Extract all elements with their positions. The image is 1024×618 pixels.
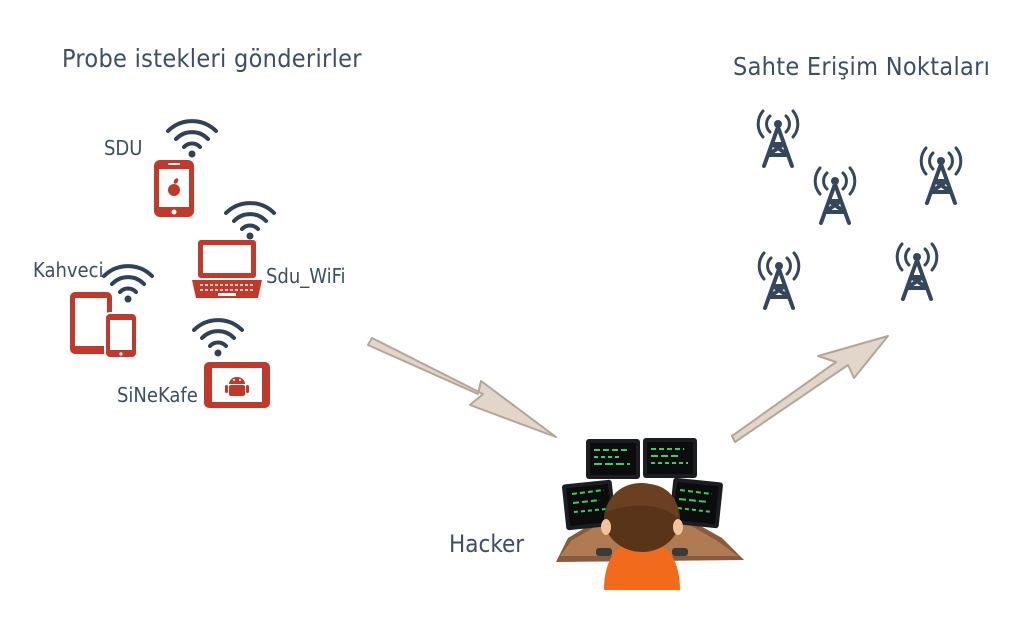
wifi-icon [166, 119, 218, 160]
fake-access-points-heading: Sahte Erişim Noktaları [733, 52, 991, 81]
device-label-kahveci: Kahveci [33, 258, 104, 282]
radio-tower-icon [756, 109, 800, 168]
radio-tower-icon [895, 242, 939, 301]
probe-requests-heading: Probe istekleri gönderirler [62, 44, 362, 73]
wifi-icon [192, 318, 244, 359]
radio-tower-icon [919, 146, 963, 205]
smartphone-icon [154, 160, 194, 217]
hacker-label: Hacker [449, 530, 525, 558]
arrow-into-hacker [367, 337, 557, 438]
laptop-icon [192, 240, 262, 298]
radio-tower-icon [813, 166, 857, 225]
device-label-sdu-wifi: Sdu_WiFi [266, 264, 346, 288]
wifi-icon [224, 201, 276, 242]
tablet-icon [70, 292, 138, 359]
arrow-out-of-hacker [731, 335, 889, 443]
android-tablet-icon [204, 362, 270, 408]
device-label-sinekafe: SiNeKafe [117, 383, 198, 407]
radio-tower-icon [757, 251, 801, 310]
device-label-sdu: SDU [104, 136, 143, 160]
hacker-icon [556, 438, 744, 590]
